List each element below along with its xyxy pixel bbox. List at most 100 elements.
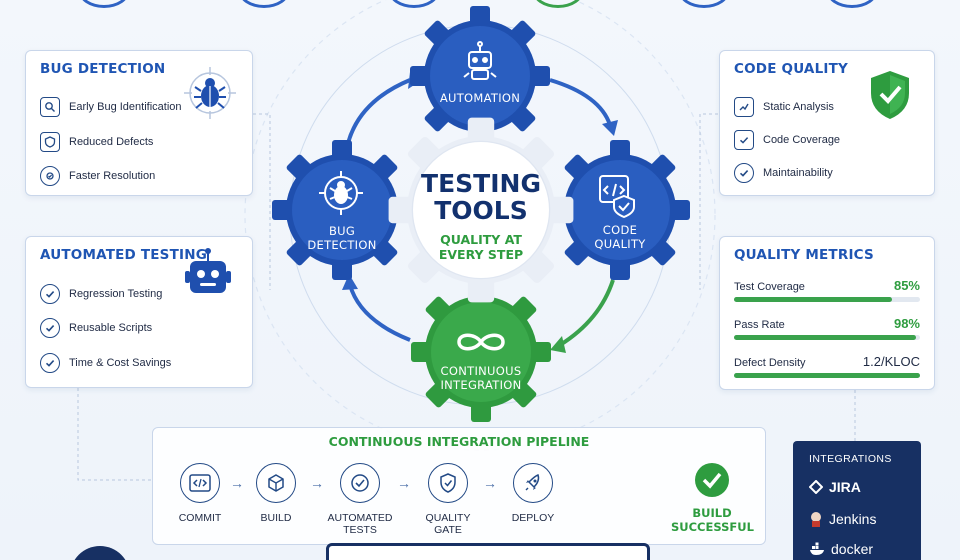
code-quality-gear-label: CODE QUALITY bbox=[570, 223, 670, 252]
code-quality-gear-line1: CODE bbox=[602, 223, 638, 237]
auto-card-item-label: Time & Cost Savings bbox=[69, 357, 172, 369]
robot-icon bbox=[463, 41, 497, 80]
build-result-label: BUILD SUCCESSFUL bbox=[671, 506, 754, 535]
bug-card-item-label: Faster Resolution bbox=[69, 170, 156, 182]
pipeline-step-label: AUTOMATED TESTS bbox=[320, 512, 400, 536]
step-line1: AUTOMATED bbox=[327, 512, 393, 524]
arrow-right-icon: → bbox=[310, 475, 324, 491]
arrow-right-icon: → bbox=[397, 475, 411, 491]
code-quality-card-title: CODE QUALITY bbox=[734, 61, 848, 77]
automation-gear-label: AUTOMATION bbox=[439, 91, 521, 105]
bug-target-icon bbox=[184, 67, 236, 119]
check-circle-icon bbox=[40, 284, 60, 304]
check-circle-icon bbox=[340, 463, 380, 503]
automated-testing-card: AUTOMATED TESTING Regression Testing Reu… bbox=[25, 236, 253, 388]
ci-gear-label: CONTINUOUS INTEGRATION bbox=[421, 364, 541, 393]
robot-icon bbox=[185, 248, 231, 293]
step-line1: COMMIT bbox=[178, 512, 222, 524]
check-circle-icon bbox=[734, 163, 754, 183]
bug-detection-gear-label: BUG DETECTION bbox=[292, 224, 392, 253]
integrations-panel: INTEGRATIONS JIRA Jenkins docker bbox=[793, 441, 921, 560]
integration-docker: docker bbox=[809, 541, 873, 557]
ci-gear-line1: CONTINUOUS bbox=[440, 364, 522, 378]
quality-metrics-card: QUALITY METRICS Test Coverage 85% Pass R… bbox=[719, 236, 935, 390]
code-icon bbox=[180, 463, 220, 503]
bottom-center-decoration bbox=[326, 543, 650, 560]
step-line1: BUILD bbox=[260, 512, 292, 524]
metric-bar-fill bbox=[734, 373, 920, 378]
bug-detection-gear-line2: DETECTION bbox=[307, 237, 377, 252]
bug-card-item: Faster Resolution bbox=[40, 165, 155, 187]
metric-bar-track bbox=[734, 373, 920, 378]
auto-card-item: Regression Testing bbox=[40, 283, 162, 305]
shield-check-icon bbox=[428, 463, 468, 503]
shield-check-icon bbox=[871, 71, 909, 119]
metric-label: Pass Rate bbox=[734, 319, 785, 331]
code-card-item-label: Code Coverage bbox=[763, 134, 841, 146]
metric-bar-fill bbox=[734, 335, 917, 340]
integration-jenkins: Jenkins bbox=[809, 511, 876, 527]
step-line1: QUALITY bbox=[425, 512, 471, 524]
code-quality-card: CODE QUALITY Static Analysis Code Covera… bbox=[719, 50, 935, 196]
code-card-item-label: Static Analysis bbox=[763, 101, 834, 113]
code-card-item: Maintainability bbox=[734, 162, 833, 184]
pipeline-step-deploy: DEPLOY bbox=[493, 463, 573, 524]
bug-card-item: Reduced Defects bbox=[40, 131, 153, 153]
code-card-item-label: Maintainability bbox=[763, 167, 833, 179]
arrow-right-icon: → bbox=[230, 475, 244, 491]
check-circle-icon bbox=[40, 318, 60, 338]
ci-pipeline-panel: CONTINUOUS INTEGRATION PIPELINE COMMIT →… bbox=[152, 427, 766, 545]
center-subtitle: QUALITY AT EVERY STEP bbox=[400, 232, 562, 262]
jira-icon bbox=[809, 480, 823, 494]
pipeline-step-label: DEPLOY bbox=[493, 512, 573, 524]
integrations-title: INTEGRATIONS bbox=[809, 453, 892, 465]
pipeline-step-label: COMMIT bbox=[160, 512, 240, 524]
metric-bar-fill bbox=[734, 297, 893, 302]
quality-metrics-card-title: QUALITY METRICS bbox=[734, 247, 874, 263]
infinity-icon bbox=[457, 333, 505, 351]
build-successful-status: BUILD SUCCESSFUL bbox=[671, 461, 754, 535]
pipeline-step-commit: COMMIT bbox=[160, 463, 240, 524]
code-card-item: Code Coverage bbox=[734, 129, 840, 151]
metric-bar-track bbox=[734, 297, 920, 302]
integration-label: docker bbox=[831, 541, 874, 557]
bug-card-item-label: Early Bug Identification bbox=[69, 101, 182, 113]
pipeline-title: CONTINUOUS INTEGRATION PIPELINE bbox=[328, 434, 590, 449]
auto-card-item: Reusable Scripts bbox=[40, 317, 152, 339]
bug-card-item-label: Reduced Defects bbox=[69, 136, 154, 148]
pipeline-step-label: BUILD bbox=[236, 512, 316, 524]
bug-card-item: Early Bug Identification bbox=[40, 96, 182, 118]
build-result-line2: SUCCESSFUL bbox=[671, 519, 754, 534]
metric-value: 98% bbox=[893, 316, 920, 331]
build-result-line1: BUILD bbox=[692, 506, 732, 520]
auto-card-item-label: Reusable Scripts bbox=[69, 322, 153, 334]
automated-testing-card-title: AUTOMATED TESTING bbox=[40, 247, 208, 263]
bug-detection-card: BUG DETECTION Early Bug Identification R… bbox=[25, 50, 253, 196]
bug-icon bbox=[319, 171, 363, 215]
step-line2: TESTS bbox=[343, 524, 377, 537]
pipeline-step-automated-tests: AUTOMATED TESTS bbox=[320, 463, 400, 536]
ci-gear bbox=[411, 282, 551, 422]
docker-icon bbox=[810, 542, 824, 555]
pipeline-step-quality-gate: QUALITY GATE bbox=[408, 463, 488, 536]
center-gear bbox=[388, 117, 574, 303]
doc-chart-icon bbox=[734, 97, 754, 117]
check-badge-icon bbox=[695, 463, 729, 497]
pipeline-step-build: BUILD bbox=[236, 463, 316, 524]
doc-check-icon bbox=[734, 130, 754, 150]
bug-detection-card-title: BUG DETECTION bbox=[40, 61, 166, 77]
arrow-right-icon: → bbox=[483, 475, 497, 491]
check-circle-icon bbox=[40, 353, 60, 373]
pipeline-step-label: QUALITY GATE bbox=[408, 512, 488, 536]
integration-jira: JIRA bbox=[809, 479, 861, 495]
bug-detection-gear-line1: BUG bbox=[328, 224, 356, 238]
metric-defect-density: Defect Density 1.2/KLOC bbox=[734, 354, 920, 383]
center-subtitle-line1: QUALITY AT bbox=[440, 232, 522, 247]
metric-value: 1.2/KLOC bbox=[862, 354, 920, 369]
metric-test-coverage: Test Coverage 85% bbox=[734, 278, 920, 307]
cube-icon bbox=[256, 463, 296, 503]
bottom-left-decoration bbox=[70, 546, 130, 560]
step-line2: GATE bbox=[434, 524, 462, 537]
center-title-line1: TESTING bbox=[421, 169, 541, 198]
auto-card-item: Time & Cost Savings bbox=[40, 352, 171, 374]
